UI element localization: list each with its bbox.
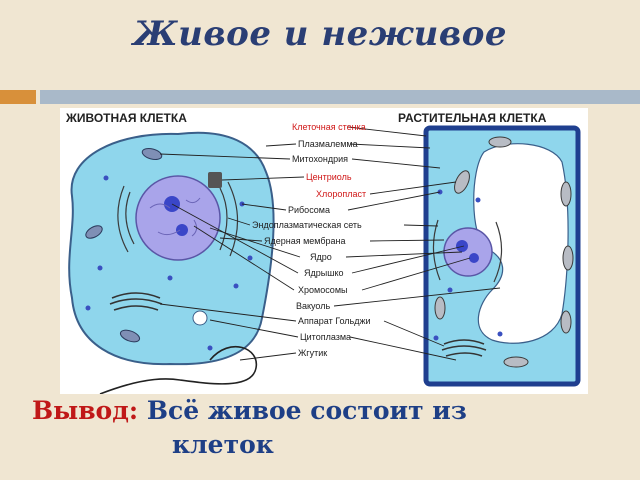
label-golgi-apparatus: Аппарат Гольджи (298, 316, 371, 326)
chromosomes (149, 197, 201, 237)
plant-endoplasmic-reticulum (432, 219, 503, 283)
plant-cell (423, 125, 581, 387)
animal-nucleus (135, 175, 221, 261)
plant-golgi-apparatus (441, 339, 487, 357)
label-mitochondrion: Митохондрия (292, 154, 348, 164)
mitochondrion (85, 225, 103, 239)
label-endoplasmic-reticulum: Эндоплазматическая сеть (252, 220, 362, 230)
label-cell-wall: Клеточная стенка (292, 122, 366, 132)
slide-title: Живое и неживое (132, 14, 508, 54)
label-chromosomes: Хромосомы (298, 285, 347, 295)
plant-nucleolus (456, 240, 468, 252)
mitochondrion (119, 329, 141, 343)
label-nucleolus: Ядрышко (304, 268, 344, 278)
plant-cell-heading: РАСТИТЕЛЬНАЯ КЛЕТКА (398, 111, 547, 125)
label-vacuole: Вакуоль (296, 301, 330, 311)
plant-ribosomes (433, 189, 503, 341)
cell-diagram-svg: ЖИВОТНАЯ КЛЕТКА РАСТИТЕЛЬНАЯ КЛЕТКА (65, 111, 581, 394)
chloroplasts (434, 136, 574, 368)
accent-bar-orange (0, 90, 36, 104)
animal-cell (68, 131, 275, 394)
animal-vacuole (192, 310, 208, 326)
conclusion-line-1: Всё живое состоит из (146, 396, 467, 425)
animal-nucleolus-2 (176, 224, 188, 236)
label-nuclear-membrane: Ядерная мембрана (264, 236, 346, 246)
centriole (208, 172, 222, 188)
leader-lines (159, 126, 501, 361)
label-nucleus: Ядро (310, 252, 332, 262)
organelle-labels: Клеточная стенка Плазмалемма Митохондрия… (252, 122, 371, 358)
plant-nucleolus-2 (469, 253, 479, 263)
ribosomes (85, 175, 253, 351)
golgi-apparatus (109, 292, 163, 311)
animal-cell-heading: ЖИВОТНАЯ КЛЕТКА (65, 111, 187, 125)
label-plasmalemma: Плазмалемма (298, 139, 358, 149)
label-flagellum: Жгутик (298, 348, 327, 358)
flagellum (99, 345, 258, 394)
accent-bar-blue (40, 90, 640, 104)
mitochondrion (141, 148, 163, 160)
label-chloroplast: Хлоропласт (316, 189, 366, 199)
label-cytoplasm: Цитоплазма (300, 332, 351, 342)
conclusion-line-2: клеток (172, 430, 274, 459)
plant-nucleus (443, 227, 493, 277)
endoplasmic-reticulum (117, 181, 239, 257)
conclusion: Вывод: Всё живое состоит из клеток (32, 394, 467, 459)
cell-diagram: ЖИВОТНАЯ КЛЕТКА РАСТИТЕЛЬНАЯ КЛЕТКА (60, 108, 588, 394)
label-ribosome: Рибосома (288, 205, 330, 215)
conclusion-keyword: Вывод: (32, 396, 139, 425)
label-centriole: Центриоль (306, 172, 352, 182)
